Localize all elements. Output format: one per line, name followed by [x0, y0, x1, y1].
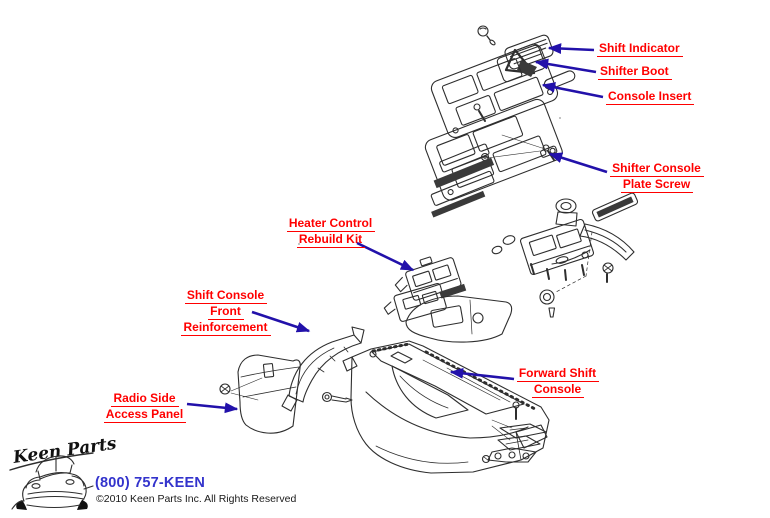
paper-specks: [184, 117, 561, 331]
rear-mount-parts-drawing: [481, 401, 547, 464]
label-text: Front: [208, 304, 244, 320]
shift-indicator-arrow: [547, 43, 595, 54]
label-text: Shifter Console: [610, 161, 704, 177]
forward-shift-console-arrow: [449, 367, 515, 381]
shifter-console-plate-screw-arrow: [548, 152, 608, 174]
label-text: Radio Side: [111, 391, 179, 407]
label-console-insert[interactable]: Console Insert: [606, 89, 695, 105]
label-text: Console Insert: [606, 89, 695, 105]
logo-script-text: Keen Parts: [11, 434, 118, 468]
label-text: Forward Shift: [516, 366, 600, 382]
label-text: Rebuild Kit: [296, 232, 366, 248]
label-text: Heater Control: [286, 216, 376, 232]
shifter-boot-arrow: [534, 58, 597, 74]
label-forward-shift-console[interactable]: Forward Shift Console: [497, 366, 619, 398]
heater-control-rebuild-kit-arrow: [356, 241, 415, 272]
heater-controls-drawing: [383, 192, 639, 343]
plate-screw-top-drawing: [477, 25, 496, 46]
console-insert-arrow: [541, 82, 604, 99]
phone-number: (800) 757-KEEN: [95, 475, 205, 491]
forward-shift-console-drawing: [321, 340, 550, 474]
label-text: Reinforcement: [181, 320, 271, 336]
label-shifter-console-plate-screw[interactable]: Shifter Console Plate Screw: [594, 161, 720, 193]
seal-strips-drawing: [430, 143, 495, 218]
label-text: Access Panel: [103, 407, 187, 423]
label-heater-control-rebuild-kit[interactable]: Heater Control Rebuild Kit: [271, 216, 391, 248]
radio-side-access-panel-drawing: [219, 354, 301, 434]
radio-side-access-panel-arrow: [186, 402, 239, 414]
label-text: Shifter Boot: [598, 64, 672, 80]
label-text: Plate Screw: [620, 177, 694, 193]
shift-console-front-reinforcement-arrow: [251, 310, 311, 333]
label-shift-console-front-reinforcement[interactable]: Shift Console Front Reinforcement: [164, 288, 288, 336]
label-shift-indicator[interactable]: Shift Indicator: [597, 41, 683, 57]
label-text: Console: [531, 382, 585, 398]
label-text: Shift Indicator: [597, 41, 683, 57]
label-shifter-boot[interactable]: Shifter Boot: [598, 64, 672, 80]
label-text: Shift Console: [184, 288, 268, 304]
copyright-notice: ©2010 Keen Parts Inc. All Rights Reserve…: [96, 493, 297, 505]
shifter-console-plate-drawing: [424, 98, 563, 201]
label-radio-side-access-panel[interactable]: Radio Side Access Panel: [85, 391, 205, 423]
